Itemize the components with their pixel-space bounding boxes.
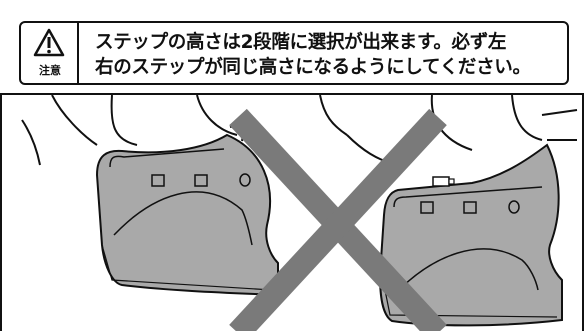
caution-text-line-1: ステップの高さは2段階に選択が出来ます。必ず左 (95, 32, 507, 53)
left-frame-lines (21, 95, 238, 166)
illustration-panel (0, 93, 584, 331)
x-mark-icon (229, 108, 447, 331)
caution-text: ステップの高さは2段階に選択が出来ます。必ず左 右のステップが同じ高さになるよう… (95, 30, 567, 80)
step-illustration (21, 95, 578, 331)
caution-icon-cell: 注意 (21, 23, 79, 83)
caution-notice: 注意 ステップの高さは2段階に選択が出来ます。必ず左 右のステップが同じ高さにな… (19, 21, 569, 85)
left-step (95, 125, 279, 297)
warning-triangle-icon (33, 28, 65, 57)
caution-text-line-2: 右のステップが同じ高さになるようにしてください。 (95, 57, 531, 78)
caution-label: 注意 (39, 64, 61, 77)
